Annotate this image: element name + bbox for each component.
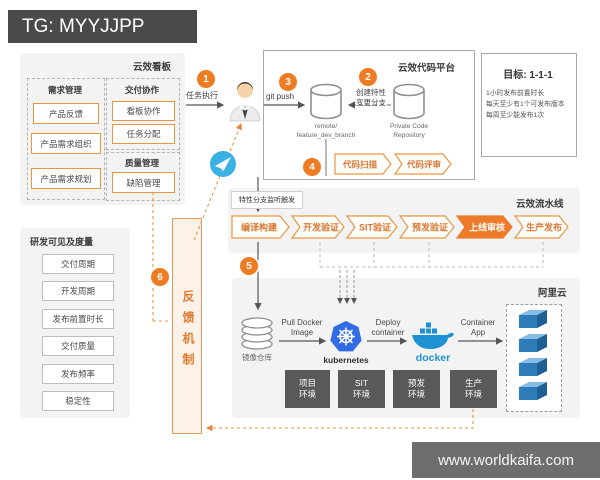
image-registry-icon	[241, 317, 273, 350]
feedback-label: 反馈机制	[181, 290, 195, 374]
kubernetes-label: kubernetes	[323, 355, 369, 365]
developer-person-icon	[229, 82, 261, 122]
quality-title: 质量管理	[124, 158, 159, 168]
requirements-title: 需求管理	[47, 85, 82, 95]
step-badge-1: 1	[197, 70, 215, 88]
stage-sit-verify: SIT验证	[359, 222, 391, 233]
kanban-item: 任务分配	[112, 124, 175, 144]
metric-item: 发布前置时长	[42, 309, 114, 329]
kanban-item: 产品需求规划	[31, 168, 101, 189]
trigger-label: 特性分支监听触发	[231, 191, 303, 209]
kanban-item: 缺陷管理	[112, 172, 175, 193]
pull-docker-label: Pull Docker Image	[281, 318, 323, 337]
env-pre-release: 预发 环境	[393, 370, 440, 408]
env-sit: SIT 环境	[338, 370, 385, 408]
image-registry-label: 镜像仓库	[242, 353, 272, 362]
step-badge-6: 6	[151, 268, 169, 286]
goal-line: 每周至少能发布1次	[486, 112, 545, 119]
watermark-bar: www.worldkaifa.com	[412, 442, 600, 478]
private-repo-database-icon	[393, 83, 425, 120]
feature-repo-label: remote/ feature_dev_branch	[296, 123, 356, 139]
delivery-group	[106, 78, 180, 150]
metrics-title: 研发可见及度量	[30, 237, 94, 247]
kanban-panel-title: 云效看板	[133, 62, 172, 73]
feature-repo-database-icon	[310, 83, 342, 120]
quality-group	[106, 152, 180, 201]
alibaba-cloud-title: 阿里云	[538, 288, 567, 299]
private-repo-label: Private Code Repository	[389, 123, 429, 139]
kanban-item: 产品反馈	[33, 103, 99, 124]
env-project: 项目 环境	[285, 370, 330, 408]
goal-line: 1小时发布前置时长	[486, 90, 545, 97]
step-badge-2: 2	[359, 68, 377, 86]
git-push-label: git push	[266, 92, 295, 101]
code-checks-chevrons: 代码扫描 代码评审	[334, 153, 452, 175]
stage-build: 编译构建	[241, 222, 278, 233]
watermark-text: www.worldkaifa.com	[438, 451, 574, 469]
feedback-strip	[172, 218, 202, 434]
paper-plane-icon	[210, 151, 236, 177]
step-badge-5: 5	[240, 257, 258, 275]
metric-item: 开发周期	[42, 281, 114, 301]
container-app-label: Container App	[460, 318, 496, 337]
goal-title: 目标: 1-1-1	[503, 70, 553, 81]
title-bar: TG: MYYJJPP	[8, 10, 197, 43]
container-stack-icon	[519, 310, 547, 400]
stage-pre-verify: 预发验证	[412, 222, 448, 233]
metric-item: 发布频率	[42, 364, 114, 384]
docker-label: docker	[415, 352, 451, 364]
stage-release-review: 上线审核	[469, 222, 505, 233]
metric-item: 交付质量	[42, 336, 114, 356]
create-branch-label: 创建特性 变更分支	[356, 88, 386, 107]
code-scan-label: 代码扫描	[342, 160, 378, 170]
pipeline-title: 云效流水线	[516, 199, 564, 210]
goal-box	[481, 53, 577, 157]
delivery-title: 交付协作	[124, 85, 159, 95]
stage-dev-verify: 开发验证	[303, 222, 339, 233]
kubernetes-icon	[330, 321, 362, 352]
deploy-container-label: Deploy container	[371, 318, 405, 337]
page-title: TG: MYYJJPP	[22, 16, 145, 37]
requirements-group	[27, 78, 105, 200]
step-badge-4: 4	[303, 158, 321, 176]
metric-item: 稳定性	[42, 391, 114, 411]
pipeline-stages: 编译构建 开发验证 SIT验证 预发验证 上线审核 生产发布	[231, 215, 569, 239]
metric-item: 交付周期	[42, 254, 114, 274]
kanban-item: 看板协作	[112, 101, 175, 121]
code-review-label: 代码评审	[406, 160, 441, 170]
docker-icon	[412, 322, 454, 349]
code-platform-title: 云效代码平台	[398, 63, 456, 74]
stage-prod-release: 生产发布	[526, 222, 562, 233]
goal-line: 每天至少有1个可发布版本	[486, 101, 565, 108]
step-badge-3: 3	[279, 73, 297, 91]
kanban-item: 产品需求组织	[31, 133, 101, 154]
env-production: 生产 环境	[450, 370, 497, 408]
step-1-label: 任务执行	[186, 91, 218, 100]
